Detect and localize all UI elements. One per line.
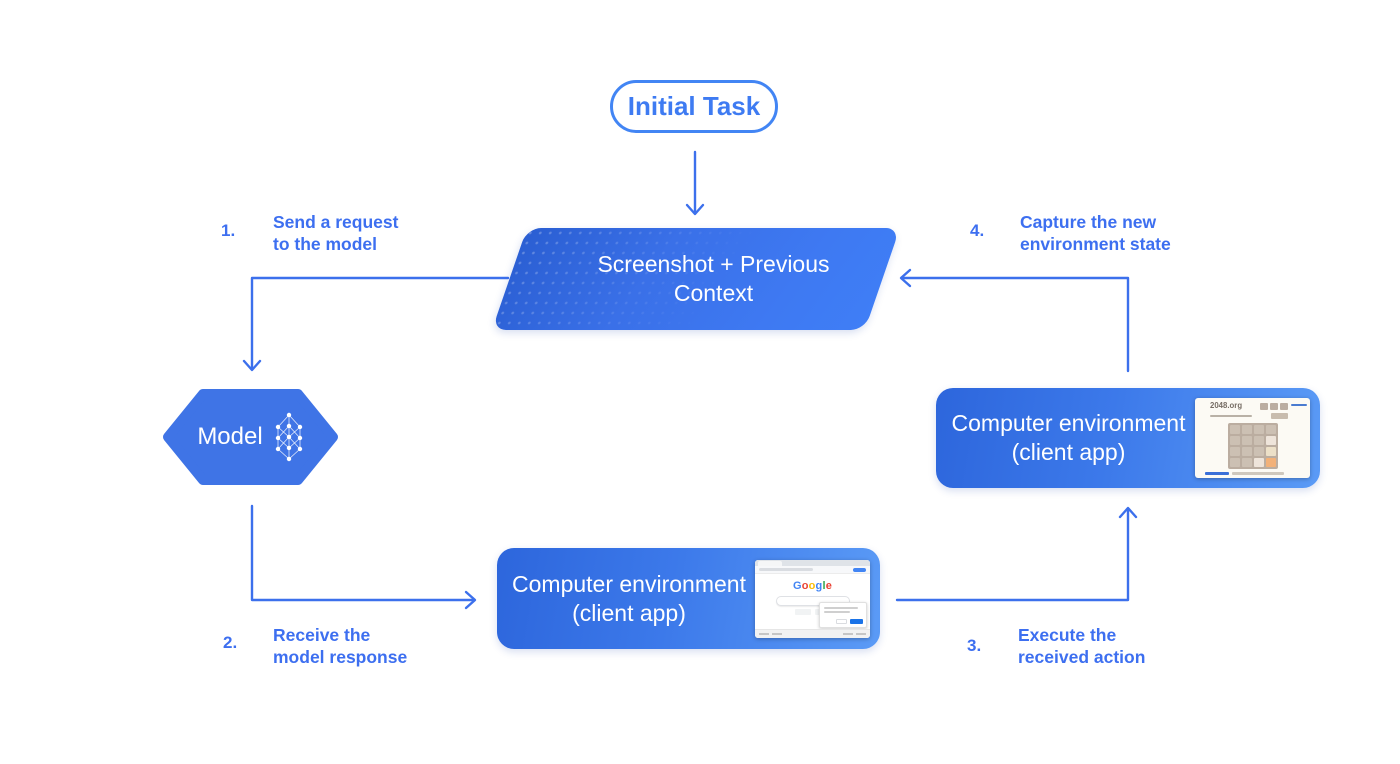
2048-board bbox=[1227, 423, 1278, 469]
url-placeholder bbox=[759, 567, 813, 571]
board-cell bbox=[1229, 425, 1240, 434]
model-node: Model bbox=[163, 389, 338, 485]
computer-env-bottom-line2: (client app) bbox=[572, 599, 686, 626]
nav-link-placeholder bbox=[1291, 404, 1307, 406]
score-box bbox=[1260, 403, 1268, 410]
step-3-label: Execute the received action bbox=[1018, 624, 1145, 668]
page-footer bbox=[755, 628, 870, 638]
tile bbox=[1253, 458, 1264, 467]
step-1-line1: Send a request bbox=[273, 212, 399, 232]
text-line-placeholder bbox=[1232, 472, 1284, 475]
model-content: Model bbox=[163, 389, 338, 485]
score-box bbox=[1270, 403, 1278, 410]
tile bbox=[1265, 447, 1276, 456]
board-cell bbox=[1253, 447, 1264, 456]
step-2-label: Receive the model response bbox=[273, 624, 407, 668]
browser-tab bbox=[758, 560, 782, 566]
step-3-line1: Execute the bbox=[1018, 625, 1117, 645]
cookie-settings-button bbox=[836, 618, 847, 624]
board-cell bbox=[1253, 425, 1264, 434]
footer-link-placeholder bbox=[772, 632, 782, 635]
step-4-line2: environment state bbox=[1020, 234, 1171, 254]
score-box bbox=[1280, 403, 1288, 410]
arrow-step1-path bbox=[250, 276, 510, 371]
board-cell bbox=[1241, 447, 1252, 456]
neural-network-icon bbox=[275, 412, 302, 462]
tile bbox=[1265, 436, 1276, 445]
board-cell bbox=[1253, 436, 1264, 445]
board-cell bbox=[1229, 436, 1240, 445]
screenshot-context-line2: Context bbox=[673, 280, 754, 306]
board-cell bbox=[1229, 458, 1240, 467]
screenshot-context-label: Screenshot + Previous Context bbox=[527, 228, 900, 330]
screenshot-context-line1: Screenshot + Previous bbox=[597, 251, 830, 277]
text-line-placeholder bbox=[824, 606, 858, 609]
arrow-step3-path bbox=[895, 507, 1130, 602]
step-2-line2: model response bbox=[273, 647, 408, 667]
footer-link-placeholder bbox=[759, 632, 769, 635]
score-boxes bbox=[1260, 403, 1288, 410]
text-line-placeholder bbox=[1210, 415, 1252, 417]
cookie-dialog bbox=[819, 601, 867, 628]
arrow-initial-to-screenshot-head bbox=[685, 203, 705, 216]
screenshot-context-node: Screenshot + Previous Context bbox=[491, 228, 900, 330]
step-3-line2: received action bbox=[1018, 647, 1146, 667]
computer-env-node-right: Computer environment (client app) 2048.o… bbox=[936, 388, 1320, 488]
step-4-number: 4. bbox=[970, 221, 985, 240]
text-line-placeholder bbox=[824, 610, 850, 613]
cookie-accept-button bbox=[850, 618, 863, 624]
logo-letter: o bbox=[801, 579, 809, 592]
footer-link-placeholder bbox=[856, 632, 866, 635]
computer-env-node-bottom: Computer environment (client app) Google bbox=[497, 548, 880, 649]
2048-site-title: 2048.org bbox=[1210, 402, 1243, 411]
logo-letter: l bbox=[822, 579, 826, 592]
board-cell bbox=[1241, 436, 1252, 445]
step-4-line1: Capture the new bbox=[1020, 212, 1157, 232]
board-cell bbox=[1241, 425, 1252, 434]
logo-letter: e bbox=[825, 579, 833, 592]
footer-link-placeholder bbox=[843, 632, 853, 635]
sign-in-button bbox=[853, 567, 866, 572]
board-cell bbox=[1229, 447, 1240, 456]
google-homepage-thumbnail: Google bbox=[755, 559, 870, 638]
computer-env-bottom-line1: Computer environment bbox=[512, 570, 746, 597]
google-logo: Google bbox=[755, 580, 870, 592]
link-placeholder bbox=[1205, 472, 1229, 475]
logo-letter: g bbox=[815, 579, 823, 592]
computer-env-right-label: Computer environment (client app) bbox=[936, 409, 1195, 467]
arrow-step1-head bbox=[242, 359, 262, 372]
tile-orange bbox=[1265, 458, 1276, 467]
initial-task-label: Initial Task bbox=[627, 91, 761, 121]
model-hexagon-shape bbox=[163, 389, 338, 485]
model-label: Model bbox=[197, 423, 263, 450]
logo-letter: o bbox=[808, 579, 816, 592]
step-4-label: Capture the new environment state bbox=[1020, 211, 1171, 255]
computer-env-right-line1: Computer environment bbox=[951, 410, 1186, 436]
step-3-number: 3. bbox=[967, 636, 982, 655]
board-cell bbox=[1241, 458, 1252, 467]
step-1-label: Send a request to the model bbox=[273, 211, 398, 255]
logo-letter: G bbox=[792, 579, 802, 592]
computer-env-right-line2: (client app) bbox=[1011, 439, 1126, 465]
footer-links bbox=[1205, 472, 1284, 475]
search-button bbox=[794, 608, 811, 615]
arrow-step2-head bbox=[464, 590, 477, 610]
search-bar bbox=[775, 595, 850, 606]
step-1-number: 1. bbox=[221, 221, 236, 240]
browser-tab-strip bbox=[755, 559, 870, 566]
arrow-step4-head bbox=[899, 268, 912, 288]
arrow-step2-path bbox=[250, 504, 475, 602]
step-2-number: 2. bbox=[223, 633, 238, 652]
step-2-line1: Receive the bbox=[273, 625, 371, 645]
2048-game-thumbnail: 2048.org bbox=[1195, 398, 1310, 478]
step-1-line2: to the model bbox=[273, 234, 378, 254]
arrow-step3-head bbox=[1118, 506, 1138, 519]
new-game-button bbox=[1271, 413, 1288, 419]
initial-task-node: Initial Task bbox=[610, 80, 778, 133]
computer-env-bottom-label: Computer environment (client app) bbox=[497, 570, 755, 628]
board-cell bbox=[1265, 425, 1276, 434]
arrow-step4-path bbox=[900, 276, 1130, 373]
